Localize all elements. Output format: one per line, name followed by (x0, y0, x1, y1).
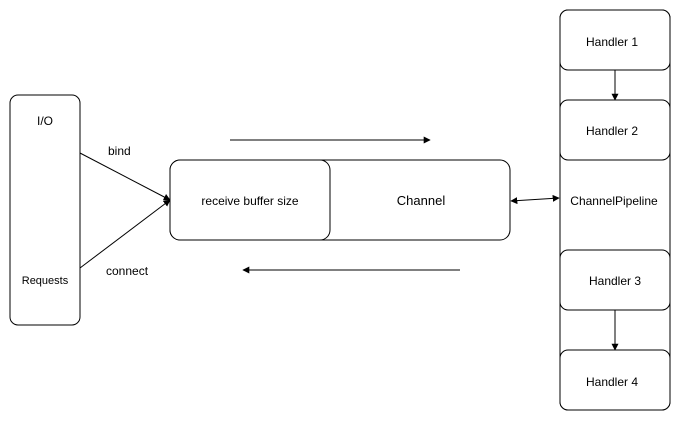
channel-label: Channel (397, 193, 446, 208)
bind-label: bind (108, 144, 131, 158)
handler-2-node: Handler 2 (559, 99, 671, 161)
io-node: I/O Requests (9, 94, 81, 326)
receive-buffer-label: receive buffer size (201, 194, 298, 208)
pipeline-label: ChannelPipeline (570, 194, 658, 208)
io-box (9, 94, 81, 326)
handler-2-label: Handler 2 (586, 124, 638, 138)
handler-3-label: Handler 3 (589, 274, 641, 288)
receive-buffer-box (169, 159, 331, 241)
handler-4-node: Handler 4 (559, 349, 671, 411)
io-title: I/O (37, 114, 53, 128)
channel-pipeline-edge (510, 194, 560, 205)
handler-4-label: Handler 4 (586, 375, 638, 389)
channel-node: receive buffer size Channel (169, 159, 511, 241)
io-subtitle: Requests (22, 275, 69, 287)
handler-1-label: Handler 1 (586, 35, 638, 49)
handler-1-node: Handler 1 (559, 9, 671, 71)
connect-label: connect (106, 264, 149, 278)
bind-edge (79, 152, 171, 201)
connect-edge (79, 199, 171, 269)
handler-3-node: Handler 3 (559, 249, 671, 311)
